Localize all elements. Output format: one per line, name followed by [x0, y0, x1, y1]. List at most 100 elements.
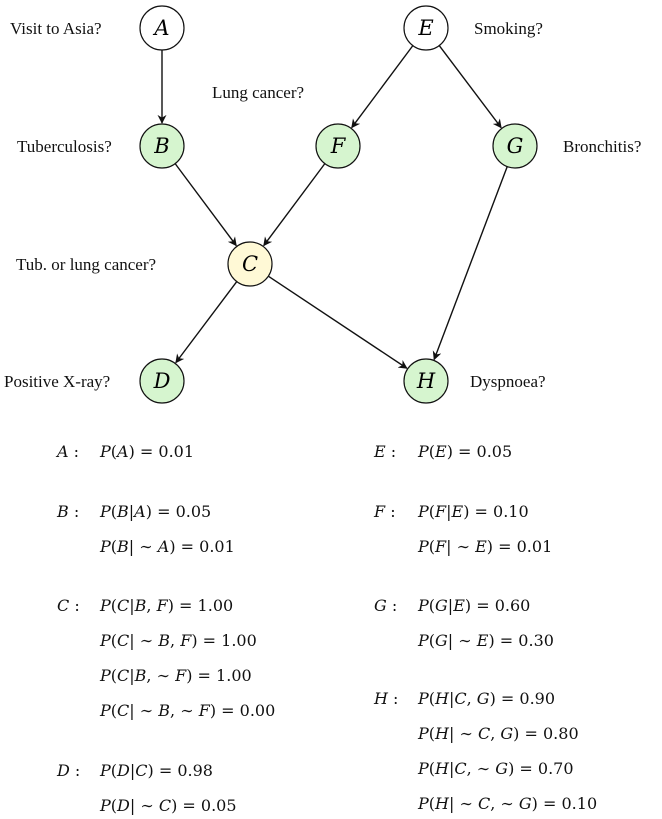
cpt-row: P(C| ∼ B, F) = 1.00 [99, 631, 257, 650]
cpt-b: B : P(B|A) = 0.05P(B| ∼ A) = 0.01 [56, 502, 235, 556]
node-a: A [139, 5, 185, 51]
node-circle-g [492, 123, 538, 169]
node-label-f: F [330, 134, 347, 158]
cpt-row-value: 0.30 [518, 631, 554, 650]
cpt-row-expression: P(G|E) [417, 596, 471, 615]
cpt-d: D :P(D|C) = 0.98P(D| ∼ C) = 0.05 [56, 761, 237, 815]
node-caption-f: Lung cancer? [212, 83, 304, 102]
cpt-f: F : P(F|E) = 0.10P(F| ∼ E) = 0.01 [373, 502, 552, 556]
cpt-row: P(C|B, F) = 1.00 [99, 596, 233, 615]
cpt-row: P(F|E) = 0.10 [417, 502, 529, 521]
node-circle-e [403, 5, 449, 51]
node-caption-g: Bronchitis? [563, 137, 641, 156]
cpt-row-expression: P(C|B, F) [99, 596, 174, 615]
node-caption-h: Dyspnoea? [470, 372, 546, 391]
captions: Visit to Asia?Tuberculosis?Tub. or lung … [4, 19, 641, 391]
cpt-row-value: 0.98 [177, 761, 213, 780]
cpt-row-value: 0.01 [158, 442, 194, 461]
cpt-row-expression: P(C| ∼ B, F) [99, 631, 198, 650]
cpt-row: P(G| ∼ E) = 0.30 [417, 631, 554, 650]
cpt-row-value: 0.01 [517, 537, 553, 556]
node-label-d: D [153, 369, 171, 393]
cpt-var-g: G : [374, 596, 397, 615]
cpt-var-e: E : [373, 442, 396, 461]
node-h: H [403, 358, 449, 404]
node-circle-h [403, 358, 449, 404]
node-caption-e: Smoking? [474, 19, 543, 38]
node-label-b: B [153, 134, 169, 158]
cpt-c: C :P(C|B, F) = 1.00P(C| ∼ B, F) = 1.00P(… [57, 596, 275, 720]
node-label-c: C [242, 252, 258, 276]
cpt-var-h: H : [373, 689, 398, 708]
node-caption-a: Visit to Asia? [10, 19, 102, 38]
edge-c-h [267, 275, 408, 369]
node-caption-c: Tub. or lung cancer? [16, 255, 156, 274]
cpt-row: P(C|B, ∼ F) = 1.00 [99, 666, 252, 685]
cpt-row-expression: P(H|C, ∼ G) [417, 759, 514, 778]
probability-tables: A : P(A) = 0.01 B : P(B|A) = 0.05P(B| ∼ A) … [55, 442, 597, 815]
cpt-row-expression: P(D| ∼ C) [99, 796, 177, 815]
cpt-row: P(H| ∼ C, ∼ G) = 0.10 [417, 794, 597, 813]
cpt-row-value: 0.90 [519, 689, 555, 708]
cpt-a: A : P(A) = 0.01 [55, 442, 194, 461]
node-circle-c [227, 241, 273, 287]
cpt-row-expression: P(H| ∼ C, G) [417, 724, 519, 743]
cpt-row-value: 1.00 [221, 631, 257, 650]
cpt-row: P(H|C, G) = 0.90 [417, 689, 555, 708]
cpt-e: E : P(E) = 0.05 [373, 442, 512, 461]
node-circle-d [139, 358, 185, 404]
cpt-row-value: 1.00 [216, 666, 252, 685]
cpt-row: P(D| ∼ C) = 0.05 [99, 796, 237, 815]
cpt-row-expression: P(G| ∼ E) [417, 631, 495, 650]
cpt-row-value: 0.05 [176, 502, 212, 521]
node-circle-a [139, 5, 185, 51]
cpt-row-expression: P(H| ∼ C, ∼ G) [417, 794, 538, 813]
cpt-row-expression: P(F|E) [417, 502, 469, 521]
cpt-row-value: 0.70 [538, 759, 574, 778]
cpt-row-value: 1.00 [198, 596, 234, 615]
edge-c-d [175, 281, 238, 364]
cpt-row: P(B|A) = 0.05 [99, 502, 211, 521]
edge-e-f [351, 45, 414, 129]
cpt-row-expression: P(F| ∼ E) [417, 537, 493, 556]
nodes: A B C D E F G H [139, 5, 538, 404]
cpt-row: P(H| ∼ C, G) = 0.80 [417, 724, 579, 743]
node-label-g: G [507, 134, 524, 158]
cpt-row-value: 0.10 [562, 794, 598, 813]
cpt-var-b: B : [56, 502, 79, 521]
cpt-row: P(E) = 0.05 [417, 442, 512, 461]
cpt-row-expression: P(D|C) [99, 761, 154, 780]
node-circle-b [139, 123, 185, 169]
cpt-row-expression: P(B|A) [99, 502, 152, 521]
cpt-row-expression: P(E) [417, 442, 453, 461]
cpt-row: P(H|C, ∼ G) = 0.70 [417, 759, 574, 778]
edges [157, 45, 508, 369]
cpt-row-expression: P(C|B, ∼ F) [99, 666, 192, 685]
cpt-row: P(A) = 0.01 [99, 442, 194, 461]
cpt-row-value: 0.10 [493, 502, 529, 521]
cpt-row-expression: P(A) [99, 442, 135, 461]
edge-b-c [174, 163, 237, 247]
cpt-row: P(D|C) = 0.98 [99, 761, 213, 780]
cpt-row-value: 0.05 [201, 796, 237, 815]
node-label-h: H [416, 369, 436, 393]
node-g: G [492, 123, 538, 169]
node-caption-d: Positive X-ray? [4, 372, 110, 391]
cpt-row: P(F| ∼ E) = 0.01 [417, 537, 552, 556]
edge-g-h [432, 166, 508, 361]
cpt-var-a: A : [55, 442, 79, 461]
cpt-row: P(G|E) = 0.60 [417, 596, 530, 615]
node-b: B [139, 123, 185, 169]
cpt-row-value: 0.80 [543, 724, 579, 743]
cpt-row-expression: P(C| ∼ B, ∼ F) [99, 701, 216, 720]
node-d: D [139, 358, 185, 404]
cpt-h: H :P(H|C, G) = 0.90P(H| ∼ C, G) = 0.80P(… [373, 689, 597, 813]
edge-f-c [263, 163, 326, 247]
cpt-row-value: 0.05 [477, 442, 513, 461]
node-label-e: E [417, 16, 433, 40]
cpt-var-f: F : [373, 502, 396, 521]
node-label-a: A [152, 16, 169, 40]
cpt-var-c: C : [57, 596, 80, 615]
cpt-row: P(B| ∼ A) = 0.01 [99, 537, 235, 556]
